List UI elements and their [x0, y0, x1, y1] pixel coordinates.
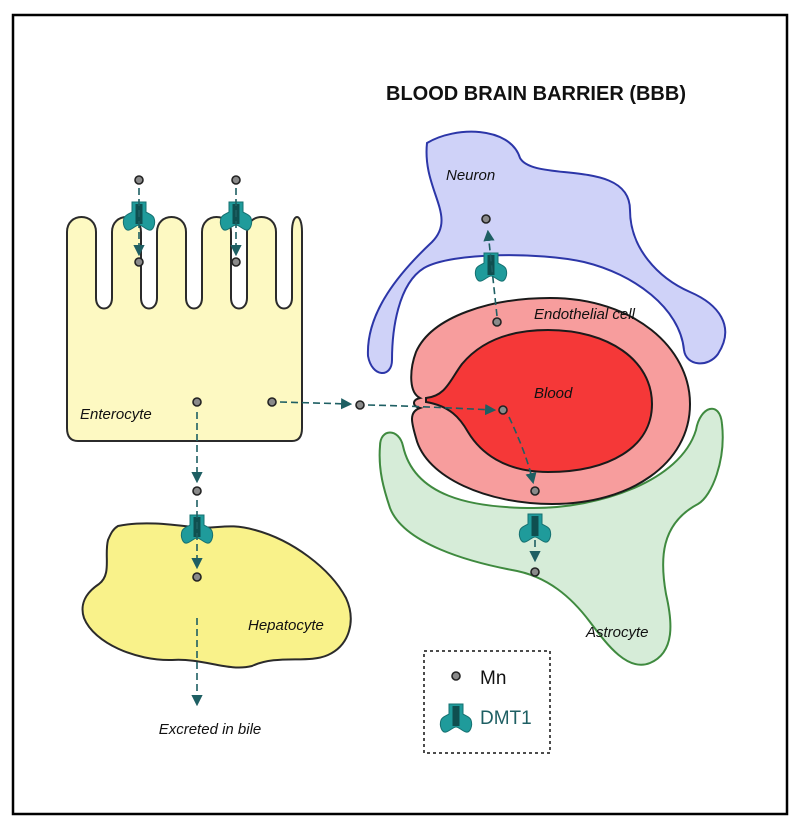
neuron-cell [366, 130, 727, 374]
excretion-label: Excreted in bile [159, 721, 262, 738]
flow-arrow-enterocyte-to-circulation [279, 398, 353, 410]
mn-ion [231, 257, 241, 267]
hepatocyte-label: Hepatocyte [248, 617, 324, 634]
blood-lumen [425, 328, 654, 474]
flow-arrow-blood-to-astrocyte [508, 416, 537, 485]
mn-ions [134, 175, 540, 582]
blood-label: Blood [534, 385, 573, 402]
flow-arrow-endothelium-to-neuron [483, 229, 498, 317]
mn-ion [492, 317, 502, 327]
legend: Mn DMT1 [423, 650, 551, 754]
mn-ion [134, 175, 144, 185]
mn-ion [231, 175, 241, 185]
diagram-title: BLOOD BRAIN BARRIER (BBB) [386, 83, 686, 105]
hepatocyte-cell [81, 522, 352, 669]
mn-ion [192, 397, 202, 407]
legend-mn-symbol [451, 671, 461, 681]
mn-ion [530, 486, 540, 496]
legend-dmt1-label: DMT1 [480, 708, 532, 729]
astrocyte-label: Astrocyte [585, 624, 649, 641]
enterocyte-cell [66, 216, 303, 442]
mn-ion [355, 400, 365, 410]
mn-ion [481, 214, 491, 224]
mn-ion [267, 397, 277, 407]
mn-ion [134, 257, 144, 267]
mn-ion [498, 405, 508, 415]
enterocyte-label: Enterocyte [80, 406, 152, 423]
astrocyte-cell [378, 407, 724, 666]
mn-ion [530, 567, 540, 577]
neuron-label: Neuron [446, 167, 495, 184]
mn-ion [192, 572, 202, 582]
legend-mn-label: Mn [480, 668, 506, 689]
legend-box [423, 650, 551, 754]
endothelial-label: Endothelial cell [534, 306, 636, 323]
flow-arrow-into-blood [367, 403, 497, 416]
mn-ion [192, 486, 202, 496]
